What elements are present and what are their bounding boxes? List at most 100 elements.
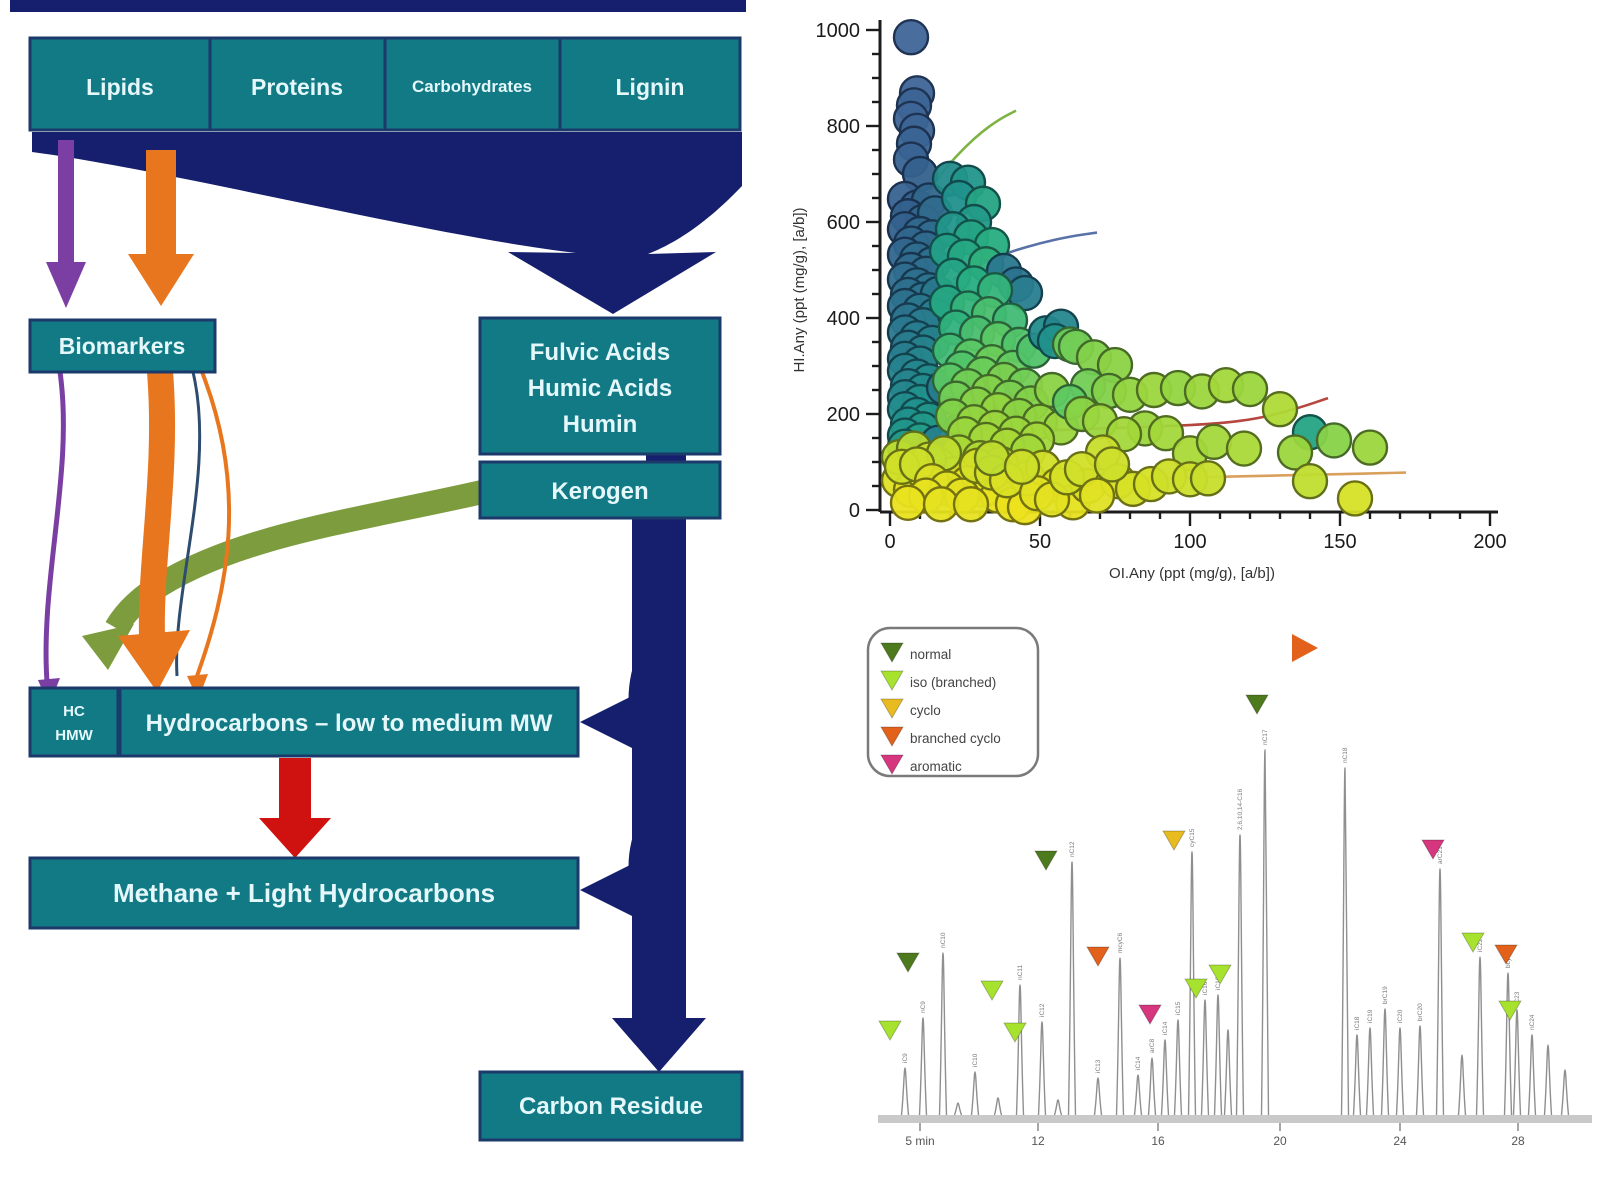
methane-label: Methane + Light Hydrocarbons [113,878,495,908]
hc-hmw-box [28,686,120,758]
legend-item-label: branched cyclo [910,731,1001,746]
chromatogram-peaks: iC9nC9nC10iC10nC11iC12nC12iC13mcyC6iC14a… [900,729,1570,1116]
scatter-point [1315,422,1353,459]
peak-label: nC17 [1262,729,1269,745]
x-tick-label: 50 [1029,531,1051,553]
peak-label: iC18 [1354,1016,1361,1030]
scatter-point [1351,429,1389,466]
funnel-arrow [32,132,742,314]
chromatogram-peak [1037,1021,1047,1116]
chromatogram-peak [1380,1008,1390,1116]
chromatogram-peak [1235,834,1245,1116]
time-tick-label: 20 [1273,1134,1287,1148]
peak-label: iC15 [1175,1001,1182,1015]
y-tick-label: 400 [827,308,860,330]
fulvic-line3: Humin [563,411,638,438]
legend-item-label: normal [910,647,951,662]
cyclo-marker-icon [1162,830,1186,851]
lignin-box [558,36,742,132]
legend-iso-icon [880,670,904,691]
biomarkers-label: Biomarkers [59,333,186,359]
chromatogram-peak [1133,1074,1143,1116]
scatter-point [952,486,990,523]
time-tick-label: 16 [1151,1134,1165,1148]
peak-label: iC13 [1095,1059,1102,1073]
lipids-box [28,36,212,132]
branched-marker-icon [1494,944,1518,965]
legend-frame [866,626,1040,778]
peak-label: iC10 [972,1053,979,1067]
peak-label: 2,6,10,14-C16 [1237,788,1244,830]
source-row: Lipids Proteins Carbohydrates Lignin [28,36,742,132]
chromatogram-peak [1147,1057,1157,1116]
scatter-point [1231,370,1269,408]
chromatogram-peak [1543,1044,1553,1116]
iso-marker-icon [1498,1000,1522,1021]
scatter-point [973,439,1011,477]
lipids-label: Lipids [86,74,154,100]
scatter-point [1195,423,1233,461]
y-tick-label: 600 [827,212,860,234]
aromatic-marker-icon [1138,1004,1162,1025]
y-tick-label: 0 [849,500,860,522]
chromatogram-peak [1260,749,1270,1116]
chromatogram-peak [918,1017,928,1116]
branched-marker-icon [1086,946,1110,967]
legend-aromatic-icon [880,754,904,775]
legend-item-label: cyclo [910,703,941,718]
chromatogram-markers [878,634,1522,1043]
scatter-point [1276,434,1314,471]
iso-marker-icon [1461,932,1485,953]
peak-label: iC14 [1135,1056,1142,1070]
y-axis-title: HI.Any (ppt (mg/g), [a/b]) [791,207,808,372]
kerogen-downflow-bar [632,514,686,1018]
biomarkers-hc-purple-curve [38,371,66,706]
chromatogram-peak [1365,1027,1375,1116]
chromatogram-peak [1200,999,1210,1116]
downflow-arrowhead [612,1018,706,1072]
chromatogram-peak [1213,994,1223,1116]
peak-label: arC8 [1149,1039,1156,1053]
chromatogram-peak [1503,972,1513,1116]
fulvic-line2: Humic Acids [528,375,672,402]
peak-label: iC16 [1215,976,1222,990]
x-tick-label: 200 [1473,531,1506,553]
chromatogram-peak [1512,1009,1522,1116]
peak-label: arC21 [1437,846,1444,864]
x-tick-label: 0 [884,531,895,553]
chromatogram-peak [1160,1039,1170,1116]
chromatogram-peak [900,1067,910,1116]
peak-label: mcyC6 [1117,932,1124,953]
peak-label: nC24 [1529,1014,1536,1030]
chromatogram-peak [1395,1027,1405,1116]
carbon-residue-box [478,1070,744,1142]
peak-label: iC22 [1477,938,1484,952]
biomarkers-hc-thick-orange-arrow [118,370,190,692]
peak-label: iC19 [1367,1009,1374,1023]
methane-box [28,856,580,930]
flow-diagram: Lipids Proteins Carbohydrates Lignin Bio… [10,0,746,1142]
carbon-residue-label: Carbon Residue [519,1093,703,1120]
peak-label: nC11 [1017,965,1024,980]
chromatogram-peak [1435,868,1445,1116]
legend-cyclo-icon [880,698,904,719]
peak-label: nC18 [1342,747,1349,763]
branch-to-hydrocarbons [580,629,674,756]
chromatogram-peak [1457,1054,1467,1116]
x-axis-title: OI.Any (ppt (mg/g), [a/b]) [1109,565,1275,582]
iso-marker-icon [878,1020,902,1041]
chromatogram-peak [1093,1077,1103,1116]
time-tick-label: 5 min [905,1134,934,1148]
biomarkers-hc-thin-orange-curve [187,371,232,700]
scatter-point [1093,446,1131,483]
peak-label: nC10 [940,932,947,948]
legend-item-label: aromatic [910,759,962,774]
proteins-biomarkers-arrow [128,150,194,306]
chromatogram-peak [993,1097,1003,1116]
scatter-point [1078,477,1116,514]
baseline-bar [878,1115,1592,1123]
